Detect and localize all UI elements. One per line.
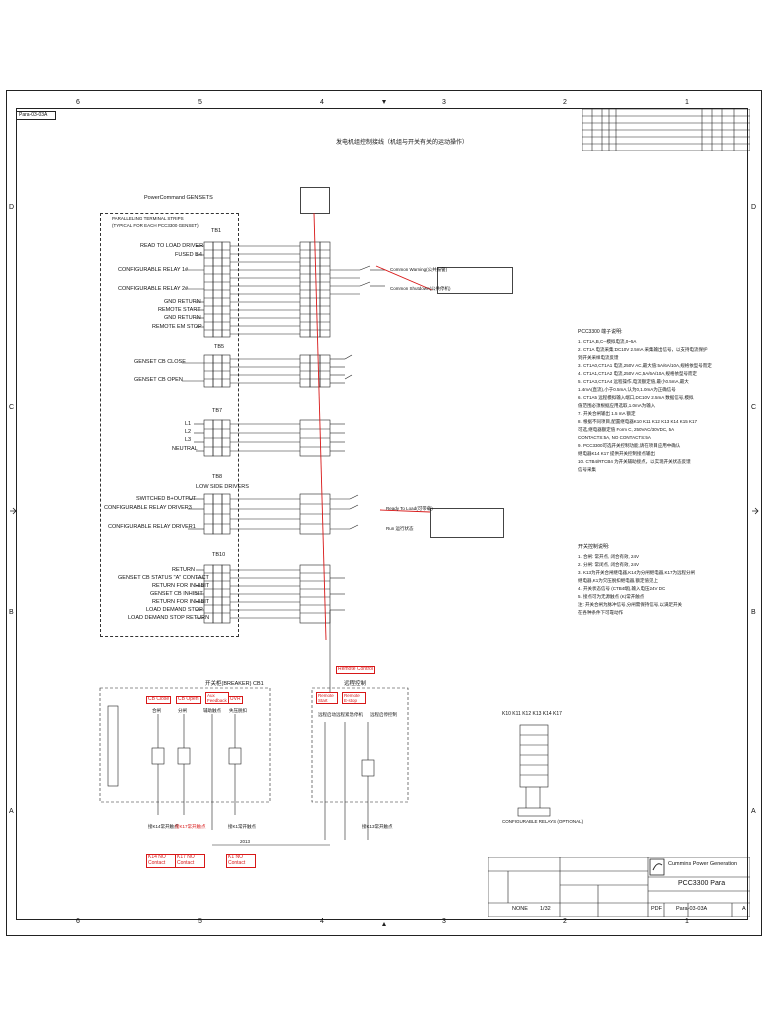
- rev-label: A: [742, 906, 746, 912]
- scale-label: NONE: [512, 906, 528, 912]
- drawing-title: 发电机组控制接线（机组与开关有关的运动操作）: [336, 140, 469, 146]
- tb1-terminals: [203, 241, 231, 338]
- controller-label: PowerCommand GENSETS: [144, 195, 213, 201]
- wire-common-shutdown: Common Shutdown(公共停机): [390, 286, 451, 291]
- tag-k1-no: K1 NO Contact: [226, 854, 256, 868]
- drawing-number: Para-03-03A: [676, 906, 708, 912]
- relay-label: K10 K11 K12 K13 K14 K17: [502, 711, 562, 717]
- strip-note-2: (TYPICAL FOR EACH PCC3300 GENSET): [112, 223, 199, 228]
- sheet-number: 1/32: [540, 906, 551, 912]
- format-label: PDF: [651, 906, 662, 912]
- tag-cb-open: CB Open: [176, 696, 201, 704]
- tag-aux-feedback: Aux Feedback: [205, 692, 229, 705]
- tag-remote-estop: Remote E-stop: [342, 692, 366, 705]
- ref-2013: 2013: [240, 839, 251, 844]
- drawing-frame: [6, 90, 762, 936]
- title-block: [488, 857, 750, 917]
- tag-cb-close: CB Close: [146, 696, 172, 704]
- remote-bottom-text: 接K13常开触点: [362, 824, 393, 829]
- tag-remote-start: Remote Start: [316, 692, 338, 705]
- remote-box-title: 远程控制: [344, 681, 367, 687]
- tb1-title: TB1: [211, 228, 222, 234]
- k17-text: 接K17常开触点: [175, 824, 206, 829]
- relay-caption: CONFIGURABLE RELAYS (OPTIONAL): [502, 819, 584, 824]
- revision-table: [582, 109, 750, 151]
- k1-text: 接K1常开触点: [228, 824, 257, 829]
- tb10-title: TB10: [212, 552, 226, 558]
- tag-k17-no: K17 NO Contact: [175, 854, 205, 868]
- blank-label-box-2: [437, 267, 513, 294]
- strip-note-1: PARALLELING TERMINAL STRIPS: [112, 216, 184, 221]
- blank-label-box-3: [430, 508, 504, 538]
- tb5-title: TB5: [214, 344, 225, 350]
- wire-ready-to-load: Ready To Load(可带载): [386, 506, 433, 511]
- tb8-sub: LOW SIDE DRIVERS: [196, 484, 249, 490]
- drawing-inner-frame: [16, 108, 748, 920]
- company-name: Cummins Power Generation: [668, 861, 738, 867]
- product-name: PCC3300 Para: [678, 880, 726, 887]
- k14-text: 接K14常开触点: [148, 824, 179, 829]
- tag-uvr: UVR: [228, 696, 243, 704]
- controller-boundary: [100, 213, 239, 637]
- tag-remote-control: Remote Control: [336, 666, 376, 674]
- wire-run-status: Run 运行状态: [386, 526, 414, 531]
- tag-k14-no: K14 NO Contact: [146, 854, 176, 868]
- tb8-title: TB8: [212, 474, 223, 480]
- notes2-heading: 开关控制说明:: [578, 544, 610, 550]
- blank-label-box: [300, 187, 330, 214]
- notes-heading: PCC3300 端子说明:: [578, 329, 623, 335]
- tb7-title: TB7: [212, 408, 223, 414]
- breaker-box-title: 开关柜(BREAKER) CB1: [205, 681, 264, 687]
- wire-common-warning: Common Warning(公共报警): [390, 267, 448, 272]
